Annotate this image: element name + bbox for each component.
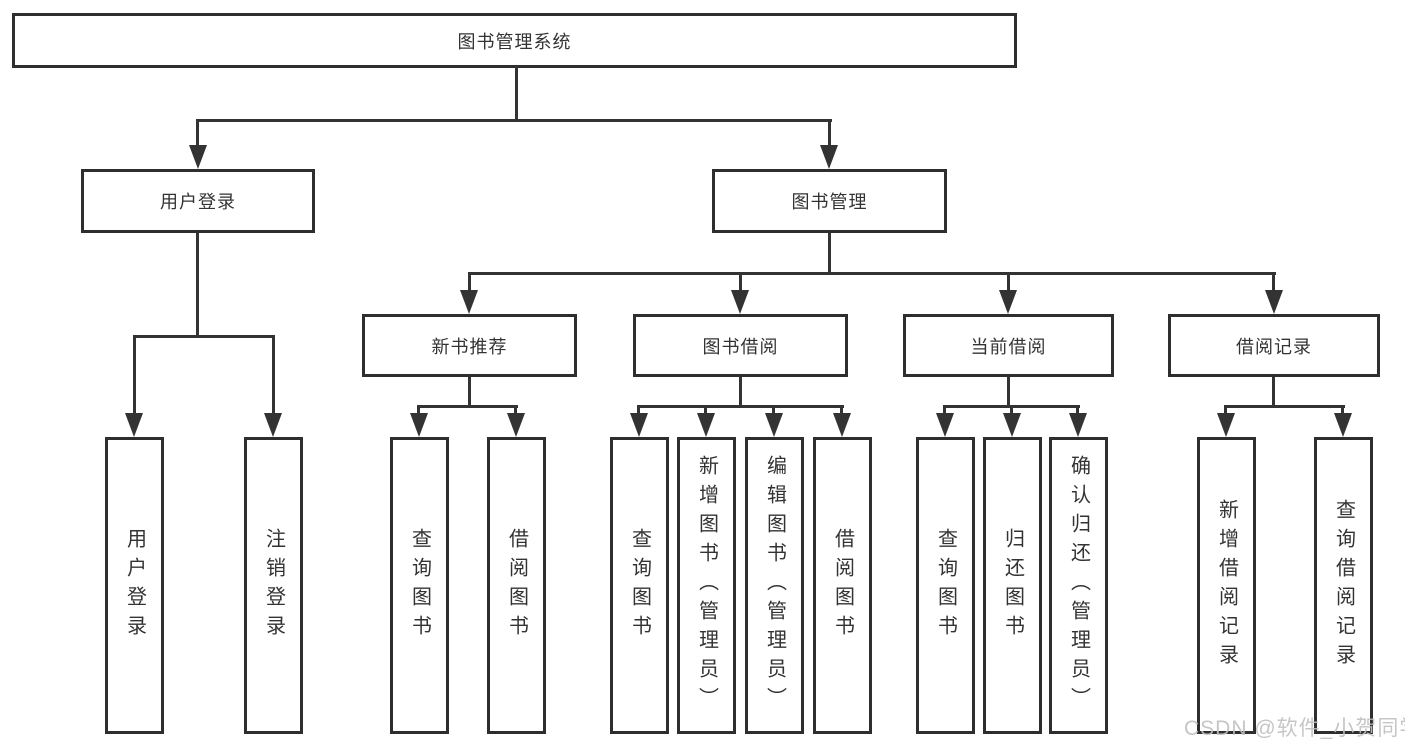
connector-line (1341, 405, 1344, 415)
connector-line (828, 233, 831, 272)
node-current-borrowing: 当前借阅 (903, 314, 1114, 377)
connector-line (1076, 405, 1079, 415)
connector-line (772, 405, 775, 415)
connector-line (739, 272, 742, 292)
connector-line (468, 377, 471, 405)
connector-line (704, 405, 707, 415)
leaf-add-borrow-record: 新增借阅记录 (1197, 437, 1256, 734)
arrow-down-icon (697, 413, 715, 437)
leaf-confirm-return-admin: 确认归还（管理员） (1049, 437, 1108, 734)
leaf-query-books-current: 查询图书 (916, 437, 975, 734)
node-book-borrowing: 图书借阅 (633, 314, 848, 377)
leaf-label: 归还图书 (1001, 527, 1024, 644)
node-book-management-system: 图书管理系统 (12, 13, 1017, 68)
leaf-return-books: 归还图书 (983, 437, 1042, 734)
connector-line (828, 119, 831, 148)
leaf-label: 编辑图书（管理员） (763, 455, 786, 716)
connector-line (1272, 377, 1275, 405)
node-user-login: 用户登录 (81, 169, 315, 233)
leaf-label: 确认归还（管理员） (1067, 455, 1090, 716)
csdn-watermark: CSDN @软件_小贺同学 (1184, 717, 1405, 740)
leaf-label: 注销登录 (262, 527, 285, 644)
connector-line (1007, 377, 1010, 405)
leaf-edit-book-admin: 编辑图书（管理员） (745, 437, 804, 734)
connector-line (1224, 405, 1345, 408)
connector-line (272, 335, 275, 415)
connector-line (840, 405, 843, 415)
arrow-down-icon (410, 413, 428, 437)
connector-line (1272, 272, 1275, 292)
connector-line (1007, 272, 1010, 292)
leaf-label: 查询图书 (628, 527, 651, 644)
connector-line (943, 405, 946, 415)
arrow-down-icon (1003, 413, 1021, 437)
arrow-down-icon (1265, 290, 1283, 314)
connector-line (514, 405, 517, 415)
arrow-down-icon (731, 290, 749, 314)
connector-line (417, 405, 420, 415)
arrow-down-icon (765, 413, 783, 437)
arrow-down-icon (460, 290, 478, 314)
node-borrowing-records: 借阅记录 (1168, 314, 1380, 377)
node-new-book-recommend: 新书推荐 (362, 314, 577, 377)
arrow-down-icon (507, 413, 525, 437)
connector-line (196, 119, 832, 122)
leaf-label: 查询图书 (934, 527, 957, 644)
connector-line (739, 377, 742, 405)
arrow-down-icon (1334, 413, 1352, 437)
arrow-down-icon (630, 413, 648, 437)
connector-line (133, 335, 274, 338)
leaf-borrow-books-borrow: 借阅图书 (813, 437, 872, 734)
leaf-label: 新增图书（管理员） (695, 455, 718, 716)
arrow-down-icon (833, 413, 851, 437)
connector-line (637, 405, 844, 408)
connector-line (1224, 405, 1227, 415)
leaf-label: 查询借阅记录 (1332, 498, 1355, 673)
leaf-query-books-borrow: 查询图书 (610, 437, 669, 734)
leaf-label: 用户登录 (123, 527, 146, 644)
arrow-down-icon (189, 145, 207, 169)
connector-line (468, 272, 1276, 275)
arrow-down-icon (936, 413, 954, 437)
arrow-down-icon (125, 413, 143, 437)
connector-line (133, 335, 136, 415)
leaf-query-books-recommend: 查询图书 (390, 437, 449, 734)
arrow-down-icon (999, 290, 1017, 314)
arrow-down-icon (1217, 413, 1235, 437)
leaf-label: 查询图书 (408, 527, 431, 644)
connector-line (637, 405, 640, 415)
node-book-management: 图书管理 (712, 169, 947, 233)
leaf-logout: 注销登录 (244, 437, 303, 734)
leaf-label: 借阅图书 (831, 527, 854, 644)
leaf-borrow-books-recommend: 借阅图书 (487, 437, 546, 734)
arrow-down-icon (264, 413, 282, 437)
connector-line (468, 272, 471, 292)
leaf-add-book-admin: 新增图书（管理员） (677, 437, 736, 734)
connector-line (196, 233, 199, 335)
leaf-label: 新增借阅记录 (1215, 498, 1238, 673)
arrow-down-icon (820, 145, 838, 169)
connector-line (1010, 405, 1013, 415)
connector-line (515, 66, 518, 119)
leaf-query-borrow-record: 查询借阅记录 (1314, 437, 1373, 734)
leaf-user-login: 用户登录 (105, 437, 164, 734)
arrow-down-icon (1069, 413, 1087, 437)
connector-line (417, 405, 518, 408)
leaf-label: 借阅图书 (505, 527, 528, 644)
connector-line (196, 119, 199, 148)
